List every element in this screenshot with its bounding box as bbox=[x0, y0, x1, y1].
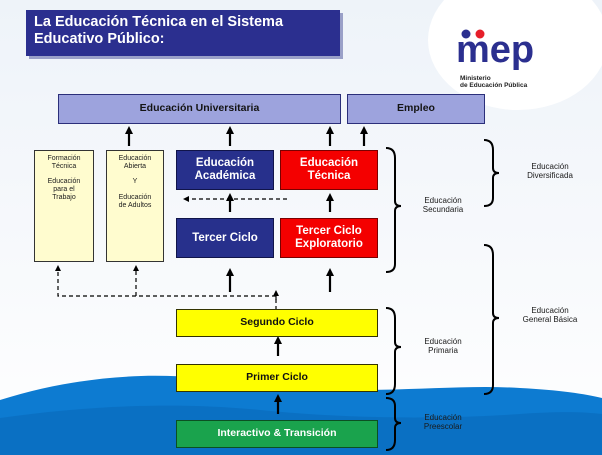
logo-backdrop bbox=[428, 0, 602, 110]
box-segundo-ciclo: Segundo Ciclo bbox=[176, 309, 378, 337]
box-tercer-ciclo-exploratorio: Tercer Ciclo Exploratorio bbox=[280, 218, 378, 258]
box-tercer-ciclo: Tercer Ciclo bbox=[176, 218, 274, 258]
label-educacion-primaria: Educación Primaria bbox=[424, 337, 462, 356]
box-educacion-universitaria: Educación Universitaria bbox=[58, 94, 341, 124]
mep-logo: mep Ministerio de Educación Pública bbox=[456, 26, 568, 89]
label-educacion-preescolar: Educación Preescolar bbox=[423, 413, 463, 432]
page-title: La Educación Técnica en el Sistema Educa… bbox=[26, 10, 340, 56]
box-formacion-tecnica: Formación Técnica Educación para el Trab… bbox=[34, 150, 94, 262]
box-interactivo-transicion: Interactivo & Transición bbox=[176, 420, 378, 448]
dashed-connector bbox=[55, 265, 277, 310]
mep-logo-mark: mep bbox=[456, 29, 534, 71]
logo-ministry-text: Ministerio de Educación Pública bbox=[460, 75, 528, 90]
bracket-primaria bbox=[385, 307, 402, 395]
label-educacion-diversificada: Educación Diversificada bbox=[527, 162, 573, 181]
bracket-secundaria bbox=[385, 147, 402, 273]
bracket-preescolar bbox=[385, 397, 402, 451]
box-empleo: Empleo bbox=[347, 94, 485, 124]
label-educacion-secundaria: Educación Secundaria bbox=[422, 196, 464, 215]
box-educacion-academica: Educación Académica bbox=[176, 150, 274, 190]
bracket-general-basica bbox=[483, 244, 500, 395]
box-educacion-abierta: Educación Abierta Y Educación de Adultos bbox=[106, 150, 164, 262]
box-primer-ciclo: Primer Ciclo bbox=[176, 364, 378, 392]
bracket-diversificada bbox=[483, 139, 500, 207]
label-educacion-general-basica: Educación General Básica bbox=[522, 306, 578, 325]
box-educacion-tecnica: Educación Técnica bbox=[280, 150, 378, 190]
